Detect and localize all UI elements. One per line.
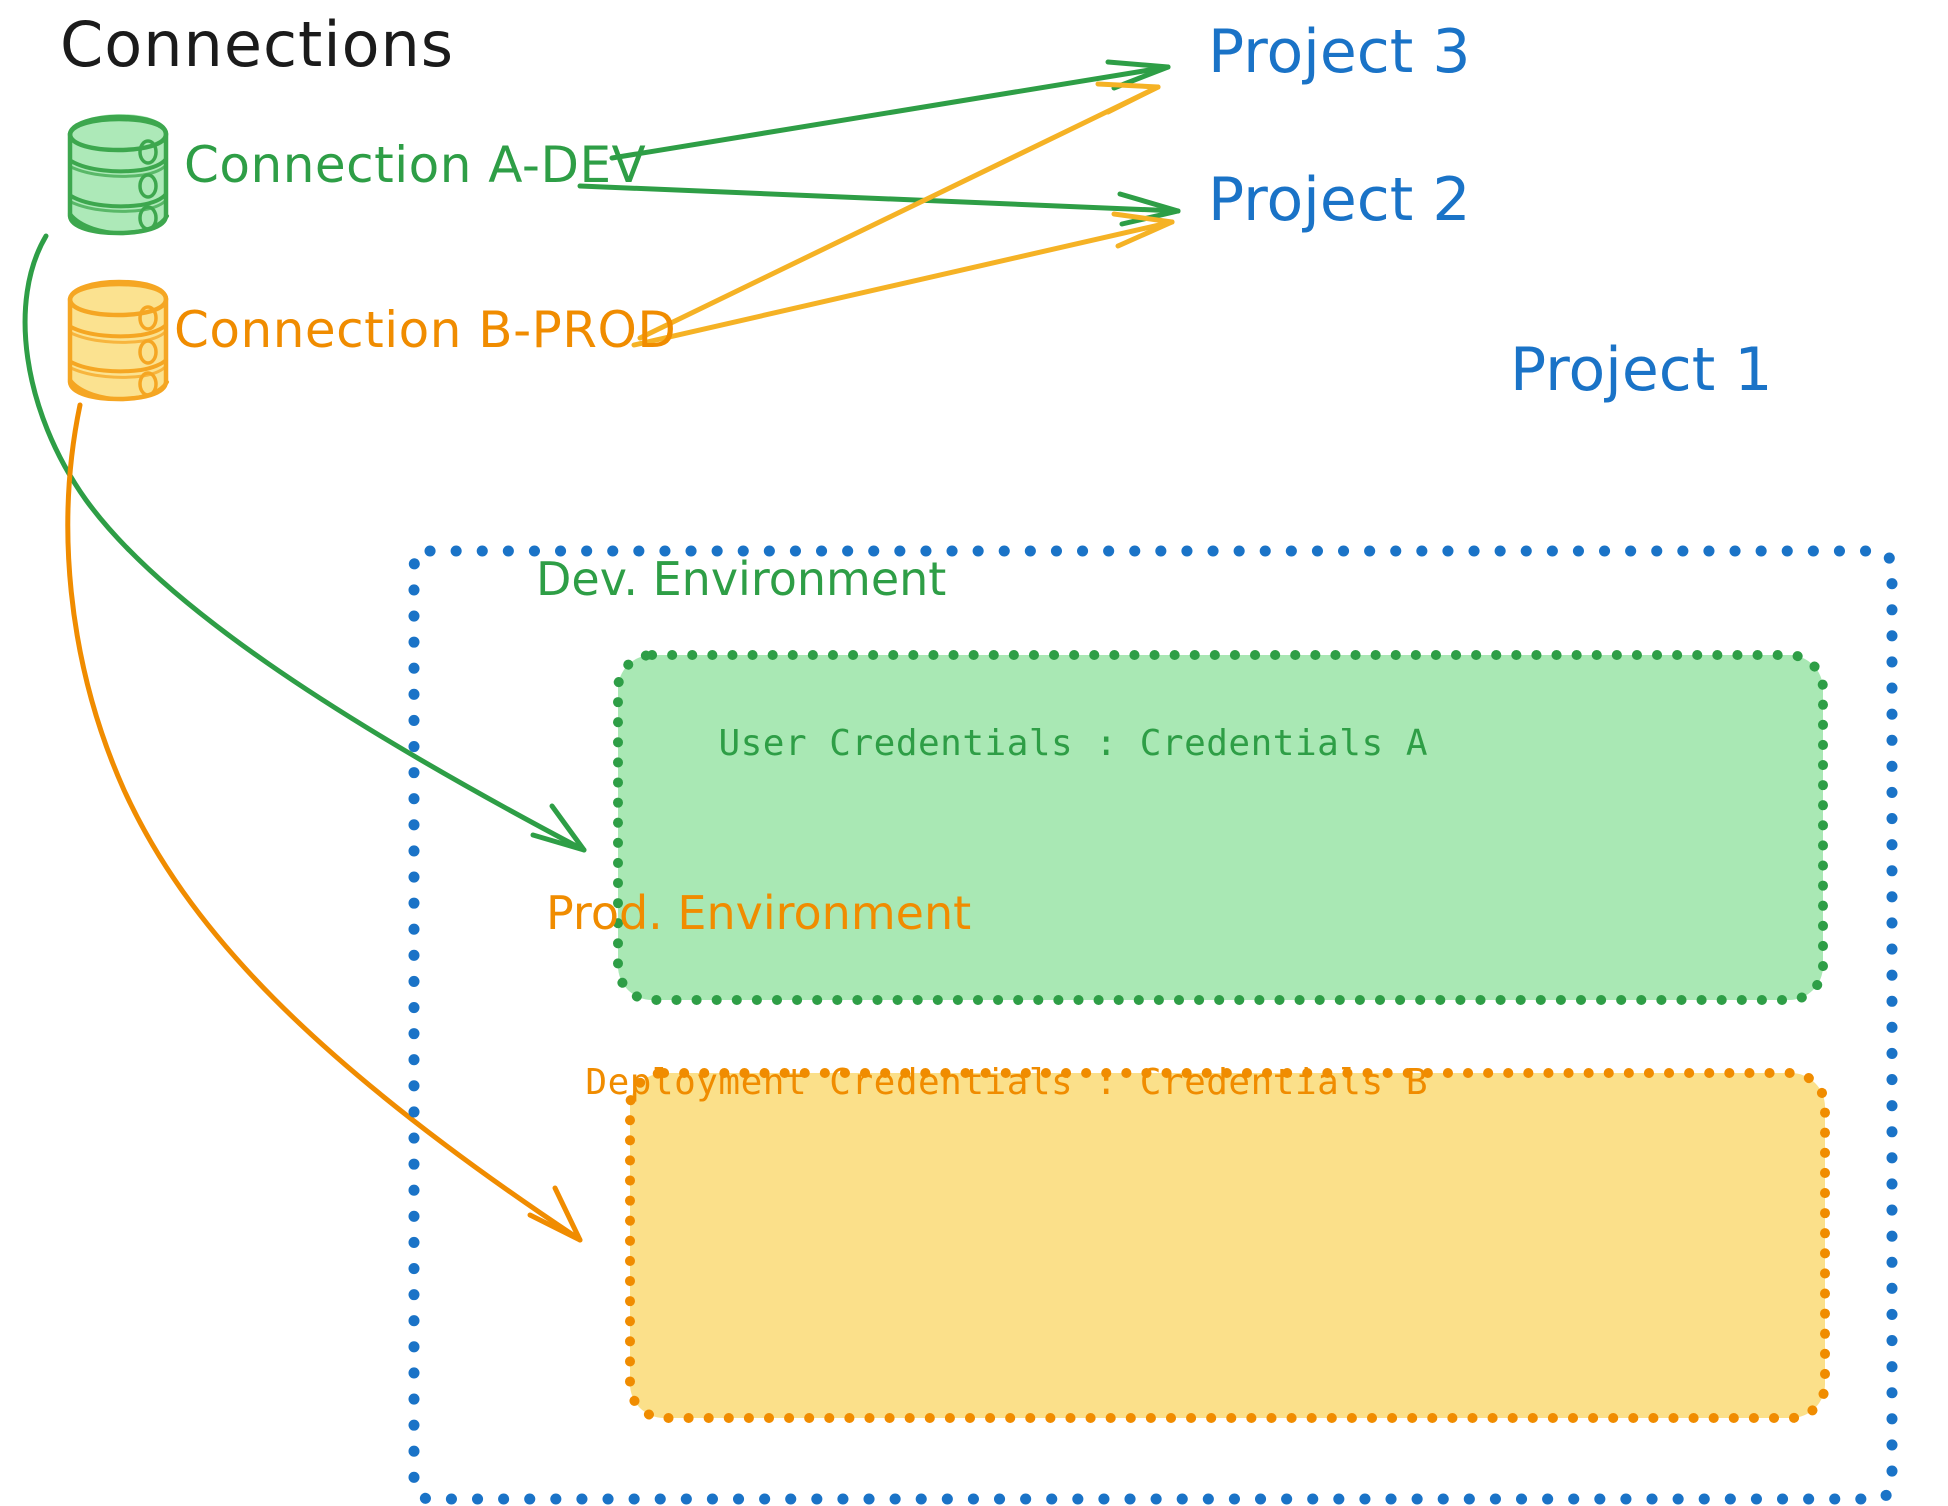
edge-conn-a-to-dev-environment [22, 233, 587, 853]
database-cylinder-icon-orange[interactable] [67, 279, 169, 402]
edge-conn-a-to-project-3 [609, 59, 1171, 161]
connection-a-dev-label[interactable]: Connection A-DEV [184, 136, 647, 194]
database-cylinder-icon-green[interactable] [67, 114, 169, 236]
project-2-label[interactable]: Project 2 [1208, 165, 1471, 235]
project-1-container [408, 545, 1898, 1505]
dev-environment-title: Dev. Environment [536, 552, 947, 606]
project-3-label[interactable]: Project 3 [1208, 17, 1471, 87]
prod-environment-title: Prod. Environment [546, 886, 972, 940]
page-title: Connections [60, 8, 455, 81]
dev-environment-box[interactable] [613, 650, 1828, 1005]
edge-conn-b-to-project-3 [637, 81, 1161, 341]
edge-conn-b-to-prod-environment [65, 402, 583, 1243]
dev-environment-credentials: User Credentials : Credentials A [718, 723, 1428, 764]
edge-conn-b-to-project-2 [631, 211, 1175, 348]
edge-conn-a-to-project-2 [577, 183, 1181, 227]
prod-environment-box[interactable] [625, 1068, 1830, 1423]
project-1-label[interactable]: Project 1 [1510, 335, 1773, 405]
connection-b-prod-label[interactable]: Connection B-PROD [174, 301, 677, 359]
prod-environment-credentials: Deployment Credentials : Credentials B [585, 1062, 1428, 1103]
